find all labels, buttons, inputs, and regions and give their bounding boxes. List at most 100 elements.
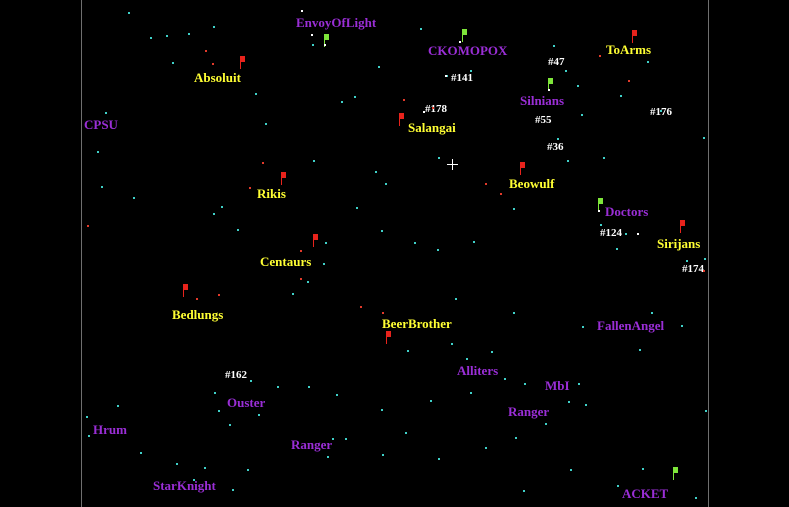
player-cpsu[interactable]: CPSU: [84, 117, 118, 132]
star-dot: [681, 325, 683, 327]
star-dot: [581, 114, 583, 116]
star-dot: [262, 162, 264, 164]
star-dot: [258, 414, 260, 416]
star-dot: [382, 312, 384, 314]
star-dot: [213, 213, 215, 215]
planet-124[interactable]: #124: [600, 227, 622, 239]
planet-36[interactable]: #36: [547, 141, 564, 153]
star-dot: [97, 151, 99, 153]
star-dot: [639, 349, 641, 351]
flag-acket[interactable]: [672, 467, 680, 481]
flag-salangai[interactable]: [398, 113, 406, 127]
star-dot: [703, 270, 705, 272]
star-dot: [218, 410, 220, 412]
star-dot: [466, 358, 468, 360]
flag-beowulf[interactable]: [519, 162, 527, 176]
star-dot: [229, 424, 231, 426]
star-dot: [430, 400, 432, 402]
flag-sirijans[interactable]: [679, 220, 687, 234]
star-dot: [628, 80, 630, 82]
star-dot: [568, 401, 570, 403]
star-dot: [565, 70, 567, 72]
star-dot: [140, 452, 142, 454]
star-dot: [553, 45, 555, 47]
planet-178[interactable]: #178: [425, 103, 447, 115]
player-ckomopox[interactable]: CKOMOPOX: [428, 43, 508, 58]
star-dot: [598, 210, 600, 212]
player-mbi[interactable]: MbI: [545, 378, 570, 393]
star-dot: [133, 197, 135, 199]
planet-174[interactable]: #174: [682, 263, 704, 275]
player-beerbrother[interactable]: BeerBrother: [382, 316, 452, 331]
player-starknight[interactable]: StarKnight: [153, 478, 216, 493]
player-alliters[interactable]: Alliters: [457, 363, 499, 378]
star-dot: [625, 233, 627, 235]
star-dot: [603, 157, 605, 159]
player-absoluit[interactable]: Absoluit: [194, 70, 241, 85]
star-dot: [420, 28, 422, 30]
flag-silnians[interactable]: [547, 78, 555, 92]
player-acket[interactable]: ACKET: [622, 486, 669, 501]
star-dot: [642, 468, 644, 470]
flag-bedlungs[interactable]: [182, 284, 190, 298]
star-dot: [414, 242, 416, 244]
star-dot: [567, 160, 569, 162]
flag-doctors[interactable]: [597, 198, 605, 212]
star-dot: [87, 225, 89, 227]
star-dot: [188, 33, 190, 35]
star-dot: [128, 12, 130, 14]
star-dot: [616, 248, 618, 250]
flag-envoyoflight[interactable]: [323, 34, 331, 48]
player-toarms[interactable]: ToArms: [606, 42, 652, 57]
star-dot: [382, 454, 384, 456]
star-dot: [301, 10, 303, 12]
flag-rikis[interactable]: [280, 172, 288, 186]
star-dot: [354, 96, 356, 98]
flag-beerbrother[interactable]: [385, 331, 393, 345]
player-silnians[interactable]: Silnians: [520, 93, 565, 108]
star-dot: [599, 55, 601, 57]
player-ouster[interactable]: Ouster: [227, 395, 266, 410]
planet-162[interactable]: #162: [225, 369, 247, 381]
player-doctors[interactable]: Doctors: [605, 204, 649, 219]
player-beowulf[interactable]: Beowulf: [509, 176, 555, 191]
star-dot: [438, 458, 440, 460]
planet-55[interactable]: #55: [535, 114, 552, 126]
player-envoyoflight[interactable]: EnvoyOfLight: [296, 15, 377, 30]
star-dot: [470, 70, 472, 72]
star-dot: [459, 41, 461, 43]
star-dot: [557, 138, 559, 140]
player-centaurs[interactable]: Centaurs: [260, 254, 312, 269]
star-dot: [205, 50, 207, 52]
star-dot: [445, 75, 447, 77]
star-dot: [523, 490, 525, 492]
player-sirijans[interactable]: Sirijans: [657, 236, 701, 251]
planet-47[interactable]: #47: [548, 56, 565, 68]
star-dot: [407, 350, 409, 352]
player-ranger-west[interactable]: Ranger: [291, 437, 333, 452]
star-dot: [255, 93, 257, 95]
player-fallenangel[interactable]: FallenAngel: [597, 318, 665, 333]
player-ranger-east[interactable]: Ranger: [508, 404, 550, 419]
flag-ckomopox[interactable]: [461, 29, 469, 43]
star-dot: [500, 193, 502, 195]
star-dot: [515, 437, 517, 439]
flag-centaurs[interactable]: [312, 234, 320, 248]
star-dot: [651, 312, 653, 314]
star-dot: [213, 26, 215, 28]
player-hrum[interactable]: Hrum: [93, 422, 127, 437]
star-dot: [356, 207, 358, 209]
player-salangai[interactable]: Salangai: [408, 120, 456, 135]
star-dot: [292, 293, 294, 295]
flag-absoluit[interactable]: [239, 56, 247, 70]
star-dot: [325, 242, 327, 244]
planet-176[interactable]: #176: [650, 106, 672, 118]
player-rikis[interactable]: Rikis: [257, 186, 286, 201]
planet-141[interactable]: #141: [451, 72, 473, 84]
star-dot: [237, 229, 239, 231]
player-bedlungs[interactable]: Bedlungs: [172, 307, 224, 322]
star-dot: [300, 278, 302, 280]
star-dot: [176, 463, 178, 465]
flag-toarms[interactable]: [631, 30, 639, 44]
